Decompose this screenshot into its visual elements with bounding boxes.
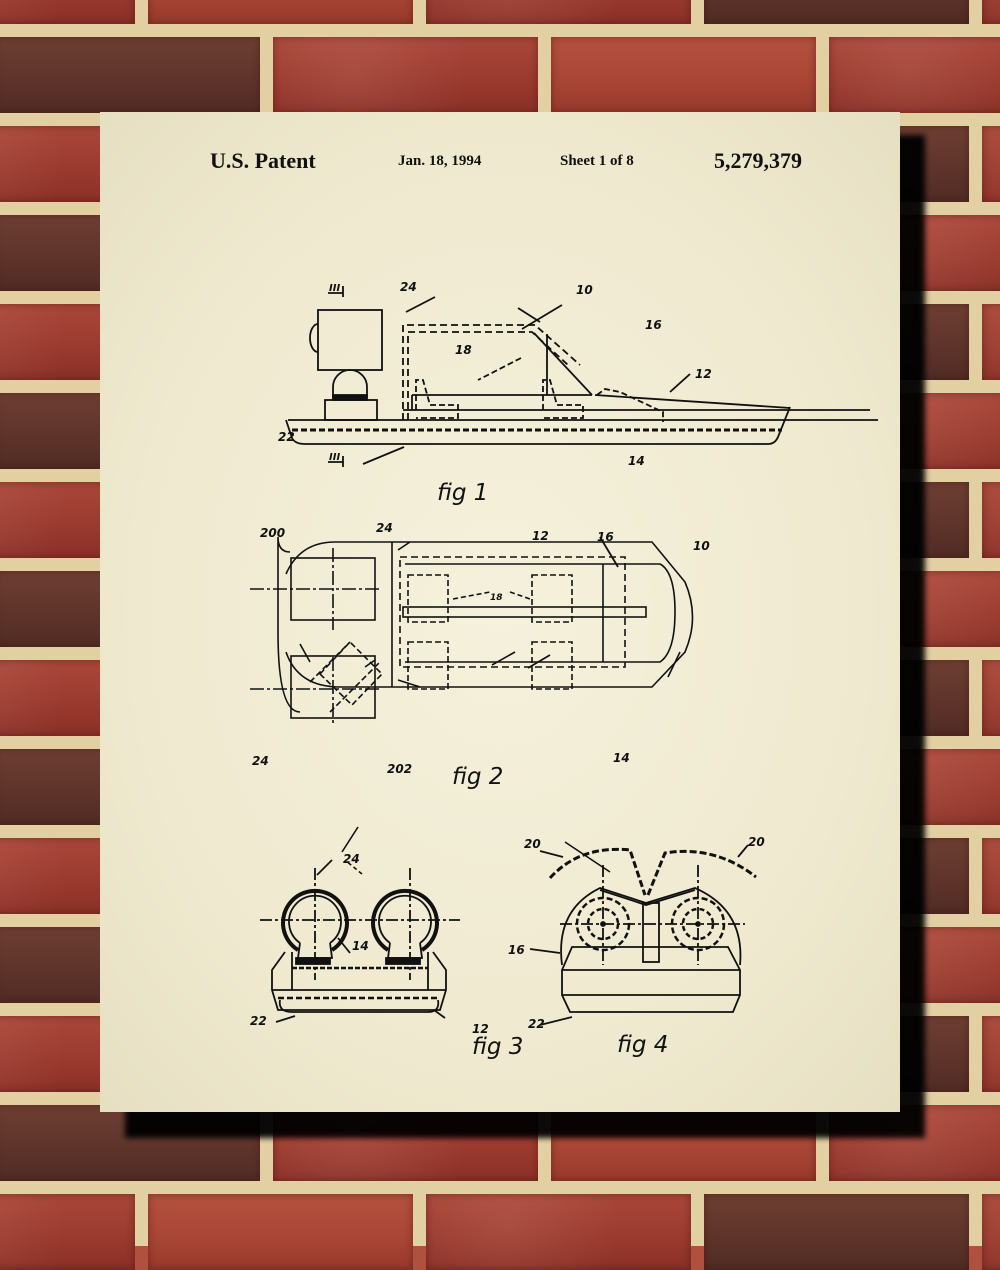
brick	[704, 1194, 969, 1270]
patent-header: U.S. Patent Jan. 18, 1994 Sheet 1 of 8 5…	[100, 112, 900, 212]
ref-24: 24	[400, 280, 417, 294]
ref-22: 22	[250, 1014, 267, 1028]
ref-14: 14	[628, 454, 645, 468]
figure-4-front-view: 20 20 16 22 fig 4	[500, 815, 800, 1075]
ref-18: 18	[490, 593, 503, 603]
ref-202: 202	[387, 762, 413, 776]
sheet-indicator: Sheet 1 of 8	[560, 153, 634, 169]
patent-poster: U.S. Patent Jan. 18, 1994 Sheet 1 of 8 5…	[100, 112, 900, 1112]
figure-2-drawing	[250, 536, 694, 875]
brick-row	[0, 1194, 1000, 1270]
ref-200: 200	[260, 526, 286, 540]
figure-2-top-view: 200 24 12 16 10 18 24 202 14 fig 2	[100, 112, 900, 875]
ref-20-right: 20	[748, 835, 765, 849]
ref-12: 12	[472, 1022, 489, 1036]
ref-24-top: 24	[376, 521, 393, 535]
ref-24: 24	[343, 852, 360, 866]
figure-4-drawing	[529, 844, 757, 1026]
brick	[148, 0, 413, 24]
brick	[0, 0, 135, 24]
ref-22: 22	[278, 430, 295, 444]
brick	[982, 660, 1000, 736]
ref-14: 14	[352, 939, 369, 953]
figure-1-drawing	[285, 286, 878, 568]
brick	[0, 1194, 135, 1270]
ref-22: 22	[528, 1017, 545, 1031]
brick	[982, 126, 1000, 202]
brick	[829, 37, 1000, 113]
brick	[982, 1016, 1000, 1092]
ref-16: 16	[508, 943, 525, 957]
ref-12: 12	[532, 529, 549, 543]
ref-20-left: 20	[524, 837, 541, 851]
figure-2-label: fig 2	[452, 764, 504, 790]
ref-18: 18	[455, 343, 472, 357]
patent-number: 5,279,379	[714, 148, 802, 173]
brick	[426, 1194, 691, 1270]
figure-3-label: fig 3	[472, 1034, 524, 1060]
figure-3-rear-view: 24 14 22 12 fig 3	[240, 840, 523, 1070]
ref-10: 10	[693, 539, 710, 553]
figure-1-label: fig 1	[437, 480, 489, 506]
figure-4-label: fig 4	[617, 1032, 669, 1058]
brick-row	[0, 37, 1000, 113]
ref-16: 16	[645, 318, 662, 332]
brick-row	[0, 0, 1000, 24]
ref-section-iii-bottom: III	[329, 452, 341, 463]
patent-date: Jan. 18, 1994	[398, 153, 482, 169]
brick	[148, 1194, 413, 1270]
brick	[551, 37, 816, 113]
brick	[982, 0, 1000, 24]
ref-16: 16	[597, 530, 614, 544]
ref-24-bottom: 24	[252, 754, 269, 768]
figure-1-side-view: 24 10 16 18 12 14 22 III III fig 1	[100, 112, 900, 568]
ref-14: 14	[613, 751, 630, 765]
brick	[982, 482, 1000, 558]
patent-title: U.S. Patent	[210, 148, 316, 173]
ref-12: 12	[695, 367, 712, 381]
ref-section-iii-top: III	[329, 283, 341, 294]
figure-3-drawing	[260, 859, 460, 1023]
brick	[426, 0, 691, 24]
brick	[982, 838, 1000, 914]
brick	[0, 37, 260, 113]
brick	[273, 37, 538, 113]
brick	[982, 1194, 1000, 1270]
brick	[704, 0, 969, 24]
brick	[982, 304, 1000, 380]
ref-10: 10	[576, 283, 593, 297]
